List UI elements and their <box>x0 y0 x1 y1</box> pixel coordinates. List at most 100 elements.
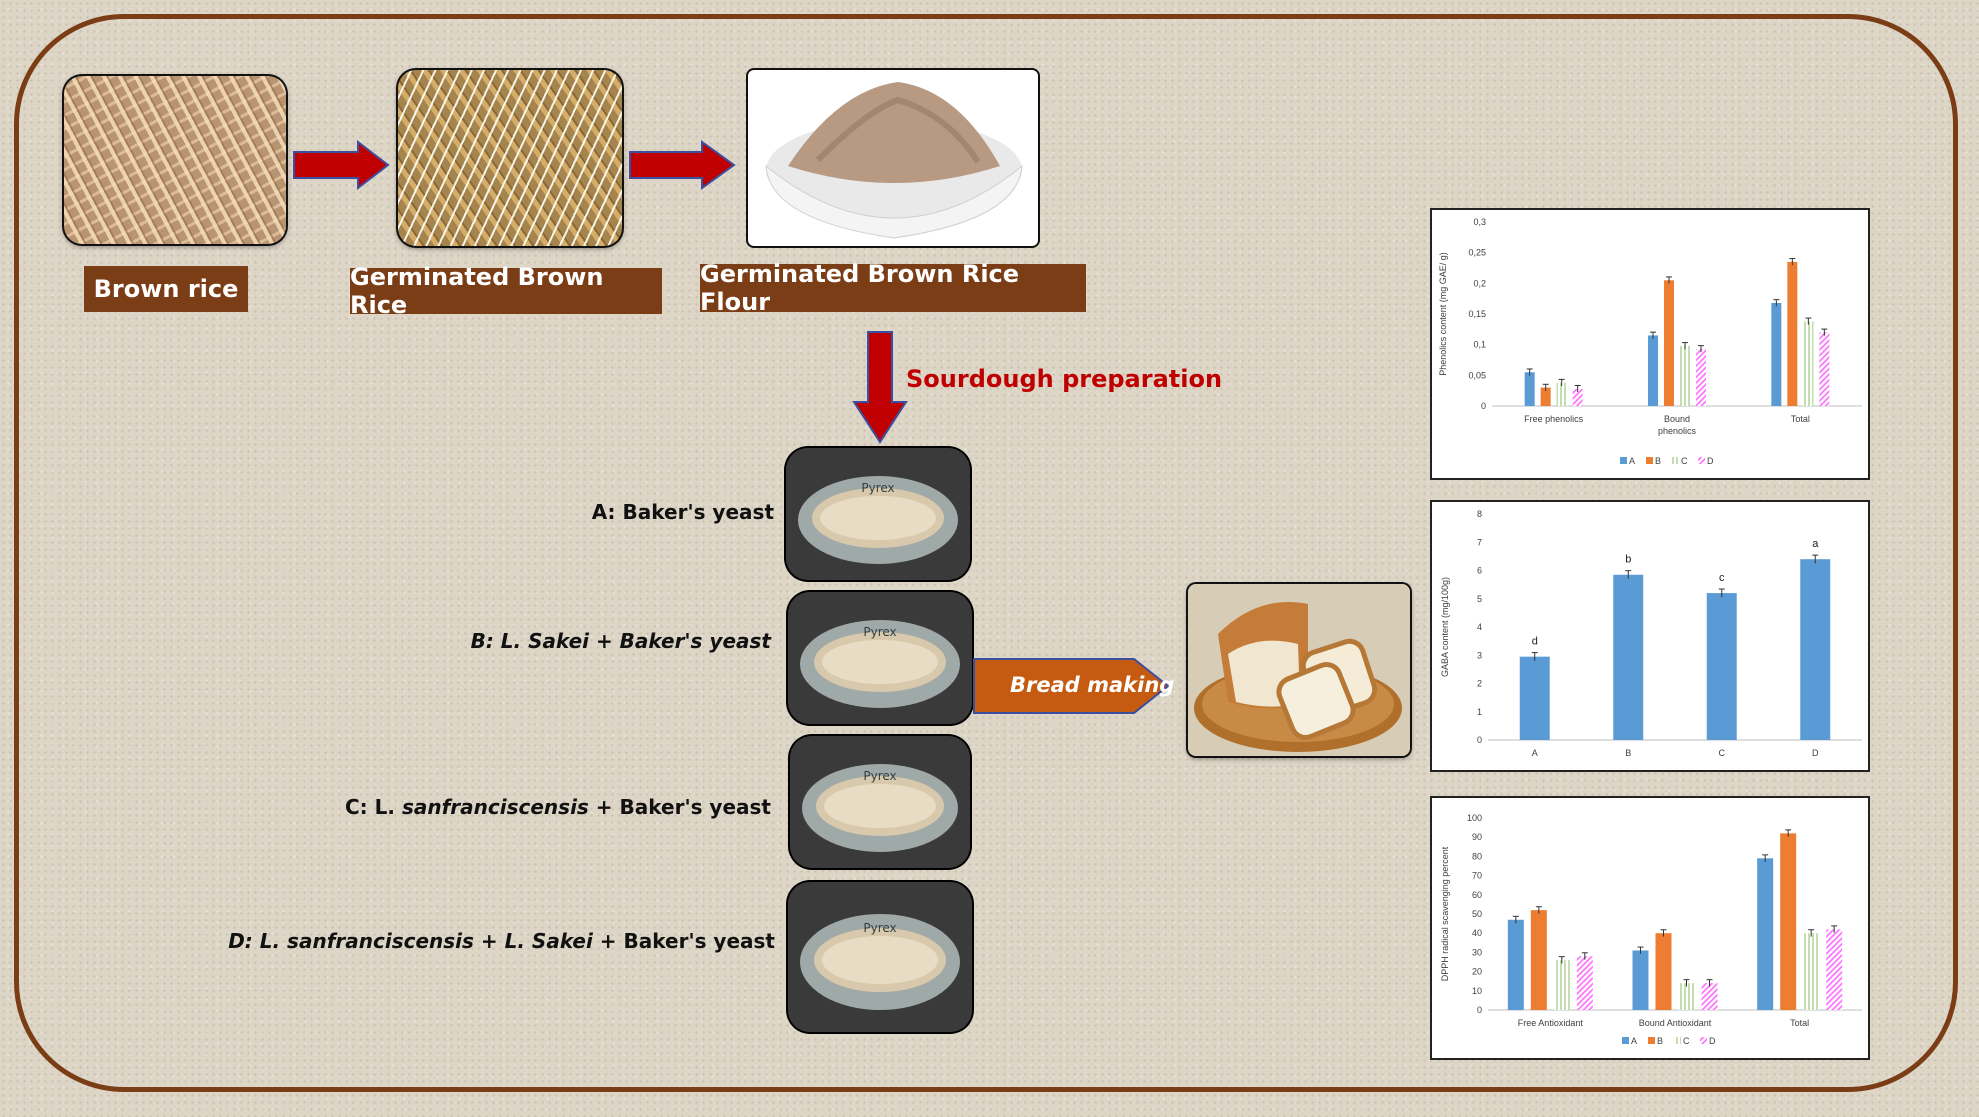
variant-b-label: B: L. Sakei + Baker's yeast <box>471 629 771 653</box>
legend-swatch <box>1646 457 1653 464</box>
bar <box>1556 382 1567 406</box>
x-tick-label: Free Antioxidant <box>1518 1018 1584 1028</box>
bar <box>1803 321 1814 406</box>
y-tick-label: 60 <box>1472 890 1482 900</box>
bowl-variant-a: Pyrex <box>786 448 970 580</box>
x-tick-label: phenolics <box>1658 426 1697 436</box>
x-tick-label: Bound Antioxidant <box>1639 1018 1712 1028</box>
variant-c-label: C: L. sanfranciscensis + Baker's yeast <box>345 795 771 819</box>
bar <box>1780 833 1797 1010</box>
bar <box>1771 302 1782 406</box>
y-tick-label: 70 <box>1472 871 1482 881</box>
y-tick-label: 10 <box>1472 986 1482 996</box>
x-tick-label: Total <box>1790 1018 1809 1028</box>
y-tick-label: 1 <box>1477 707 1482 717</box>
variant-d-label: D: L. sanfranciscensis + L. Sakei + Bake… <box>228 929 775 953</box>
significance-label: b <box>1625 554 1631 566</box>
germinated-flour-label: Germinated Brown Rice Flour <box>700 260 1086 316</box>
sourdough-label: Sourdough preparation <box>906 365 1223 393</box>
bar <box>1696 348 1706 406</box>
bar <box>1678 983 1695 1010</box>
bowl-variant-d: Pyrex <box>788 882 972 1032</box>
bar <box>1648 335 1658 406</box>
bar <box>1576 956 1593 1010</box>
bar <box>1803 933 1820 1010</box>
legend-swatch <box>1698 457 1705 464</box>
legend-label: C <box>1681 456 1688 466</box>
y-tick-label: 7 <box>1477 537 1482 547</box>
bread-making-label: Bread making <box>1010 673 1175 697</box>
variant-c-suffix: + Baker's yeast <box>588 795 771 819</box>
y-tick-label: 4 <box>1477 622 1482 632</box>
legend-label: B <box>1655 456 1661 466</box>
bread-photo <box>1188 584 1410 756</box>
bar <box>1655 933 1672 1010</box>
bowl-variant-c: Pyrex <box>790 736 970 868</box>
x-tick-label: Free phenolics <box>1524 414 1584 424</box>
bar <box>1664 280 1674 406</box>
variant-b-text: B: L. Sakei + Baker's yeast <box>470 629 771 653</box>
x-tick-label: C <box>1719 748 1726 758</box>
y-tick-label: 0 <box>1481 401 1486 411</box>
significance-label: a <box>1812 538 1819 550</box>
x-tick-label: Bound <box>1664 414 1690 424</box>
bar <box>1757 858 1774 1010</box>
y-tick-label: 80 <box>1472 851 1482 861</box>
arrow-right-icon <box>629 140 736 190</box>
y-tick-label: 40 <box>1472 928 1482 938</box>
variant-d-suffix: + Baker's yeast <box>592 929 775 953</box>
significance-label: c <box>1719 572 1725 584</box>
legend-swatch <box>1622 1037 1629 1044</box>
legend-swatch <box>1648 1037 1655 1044</box>
bowl-variant-b: Pyrex <box>788 592 972 724</box>
x-tick-label: Total <box>1791 414 1810 424</box>
bar <box>1519 656 1550 740</box>
germinated-rice-photo <box>398 70 622 246</box>
variant-a-label: A: Baker's yeast <box>592 500 774 524</box>
legend-swatch <box>1672 457 1679 464</box>
y-tick-label: 0,2 <box>1473 278 1486 288</box>
y-tick-label: 5 <box>1477 594 1482 604</box>
legend-label: A <box>1629 456 1635 466</box>
brown-rice-label: Brown rice <box>84 266 248 312</box>
svg-text:Pyrex: Pyrex <box>863 769 896 783</box>
variant-c-species: sanfranciscensis <box>401 795 589 819</box>
bar <box>1701 983 1718 1010</box>
y-tick-label: 0,25 <box>1468 248 1486 258</box>
y-tick-label: 30 <box>1472 947 1482 957</box>
legend-label: B <box>1657 1036 1663 1046</box>
bar <box>1530 910 1547 1010</box>
legend-label: D <box>1709 1036 1716 1046</box>
bar <box>1553 960 1570 1010</box>
bar <box>1540 387 1551 406</box>
bar <box>1632 950 1649 1010</box>
legend-label: C <box>1683 1036 1690 1046</box>
rounded-frame <box>14 14 1958 1092</box>
y-tick-label: 3 <box>1477 650 1482 660</box>
bread-making-arrow <box>973 658 1170 714</box>
bar <box>1826 929 1843 1010</box>
flour-photo <box>748 70 1038 246</box>
bar <box>1800 559 1831 740</box>
variant-c-prefix: C: L. <box>345 795 402 819</box>
arrow-right-icon <box>293 140 390 190</box>
bar <box>1680 345 1690 406</box>
arrow-down-icon <box>852 331 908 444</box>
bar <box>1507 919 1524 1010</box>
bar <box>1524 372 1535 406</box>
variant-a-text: A: Baker's yeast <box>591 500 774 524</box>
bar <box>1613 574 1644 740</box>
variant-d-prefix: D: L. sanfranciscensis + L. Sakei <box>228 929 593 953</box>
y-axis-label: GABA content (mg/100g) <box>1440 577 1450 677</box>
y-tick-label: 2 <box>1477 679 1482 689</box>
y-tick-label: 0,1 <box>1473 340 1486 350</box>
svg-text:Pyrex: Pyrex <box>863 625 896 639</box>
y-axis-label: Phenolics content (mg GAE/ g) <box>1438 252 1448 376</box>
y-tick-label: 90 <box>1472 832 1482 842</box>
